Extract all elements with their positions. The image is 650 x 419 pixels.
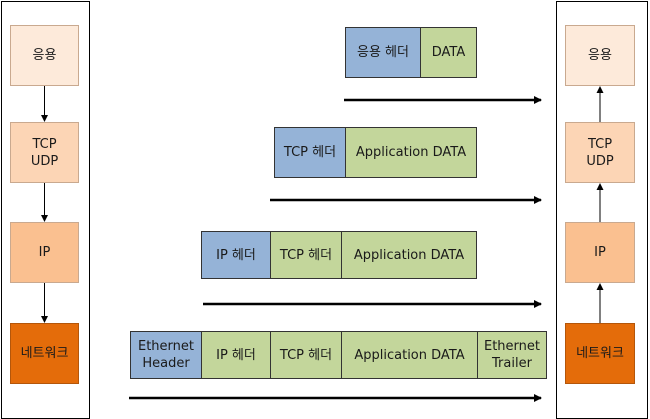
row1-application-header: 응용 헤더 bbox=[345, 27, 421, 78]
sender-layer-application: 응용 bbox=[10, 25, 79, 86]
sender-layer-transport: TCP UDP bbox=[10, 122, 79, 183]
row4-application-data: Application DATA bbox=[341, 331, 478, 379]
row4-tcp-header: TCP 헤더 bbox=[270, 331, 342, 379]
sender-layer-network: 네트워크 bbox=[10, 323, 79, 384]
row2-application-data: Application DATA bbox=[345, 127, 477, 178]
receiver-layer-transport: TCP UDP bbox=[565, 122, 635, 183]
receiver-layer-application: 응용 bbox=[565, 25, 635, 86]
sender-layer-ip: IP bbox=[10, 222, 79, 283]
row4-ethernet-trailer: Ethernet Trailer bbox=[477, 331, 547, 379]
receiver-layer-network: 네트워크 bbox=[565, 323, 635, 384]
row3-application-data: Application DATA bbox=[341, 231, 477, 279]
row4-ethernet-header: Ethernet Header bbox=[130, 331, 202, 379]
receiver-layer-ip: IP bbox=[565, 222, 635, 283]
row3-tcp-header: TCP 헤더 bbox=[270, 231, 342, 279]
row1-data: DATA bbox=[420, 27, 477, 78]
row3-ip-header: IP 헤더 bbox=[201, 231, 271, 279]
